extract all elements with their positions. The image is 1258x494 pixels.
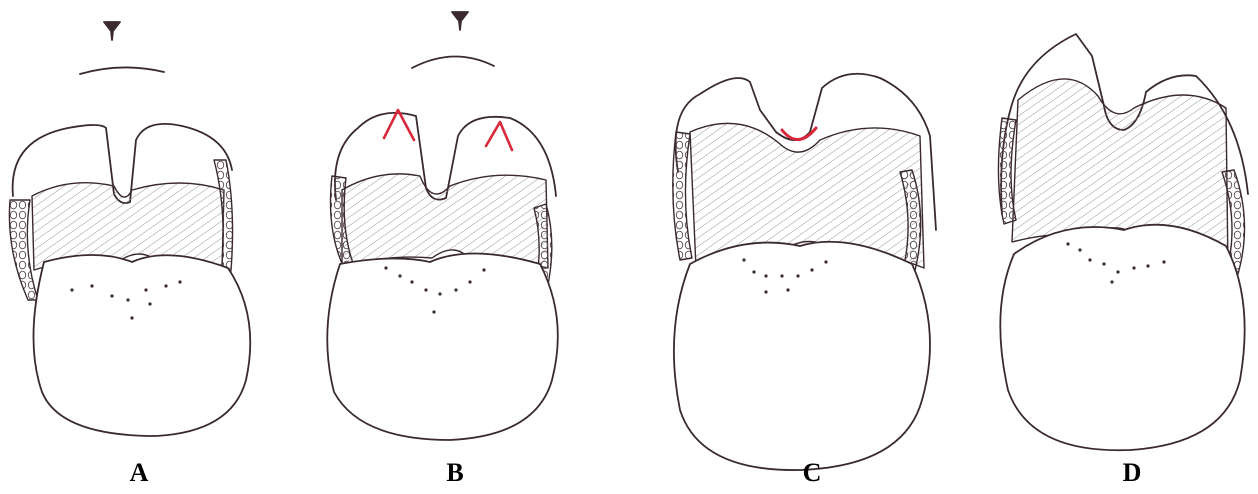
panel-a-tongue [33, 255, 250, 436]
panel-b-drawing [327, 12, 558, 440]
panel-d-tongue [1000, 225, 1244, 451]
panel-a-hatched-region [32, 183, 224, 270]
panel-c-left-cells [673, 132, 692, 260]
panel-a-arc [80, 67, 164, 74]
panel-label-c: C [792, 460, 832, 486]
panel-d-drawing [998, 34, 1248, 450]
panel-b-arc [412, 56, 494, 68]
panel-a-drawing [9, 22, 250, 436]
panel-label-a: A [119, 460, 159, 486]
panel-label-b: B [435, 460, 475, 486]
panel-b-arrow-icon [452, 12, 468, 30]
panel-a-arrow-icon [104, 22, 120, 40]
panel-label-d: D [1112, 460, 1152, 486]
panel-b-hatched-region [342, 174, 548, 268]
panel-b-tongue [327, 253, 558, 440]
panel-c-drawing [673, 74, 936, 470]
panel-d-left-cells [998, 118, 1016, 224]
panel-c-tongue [674, 242, 930, 470]
